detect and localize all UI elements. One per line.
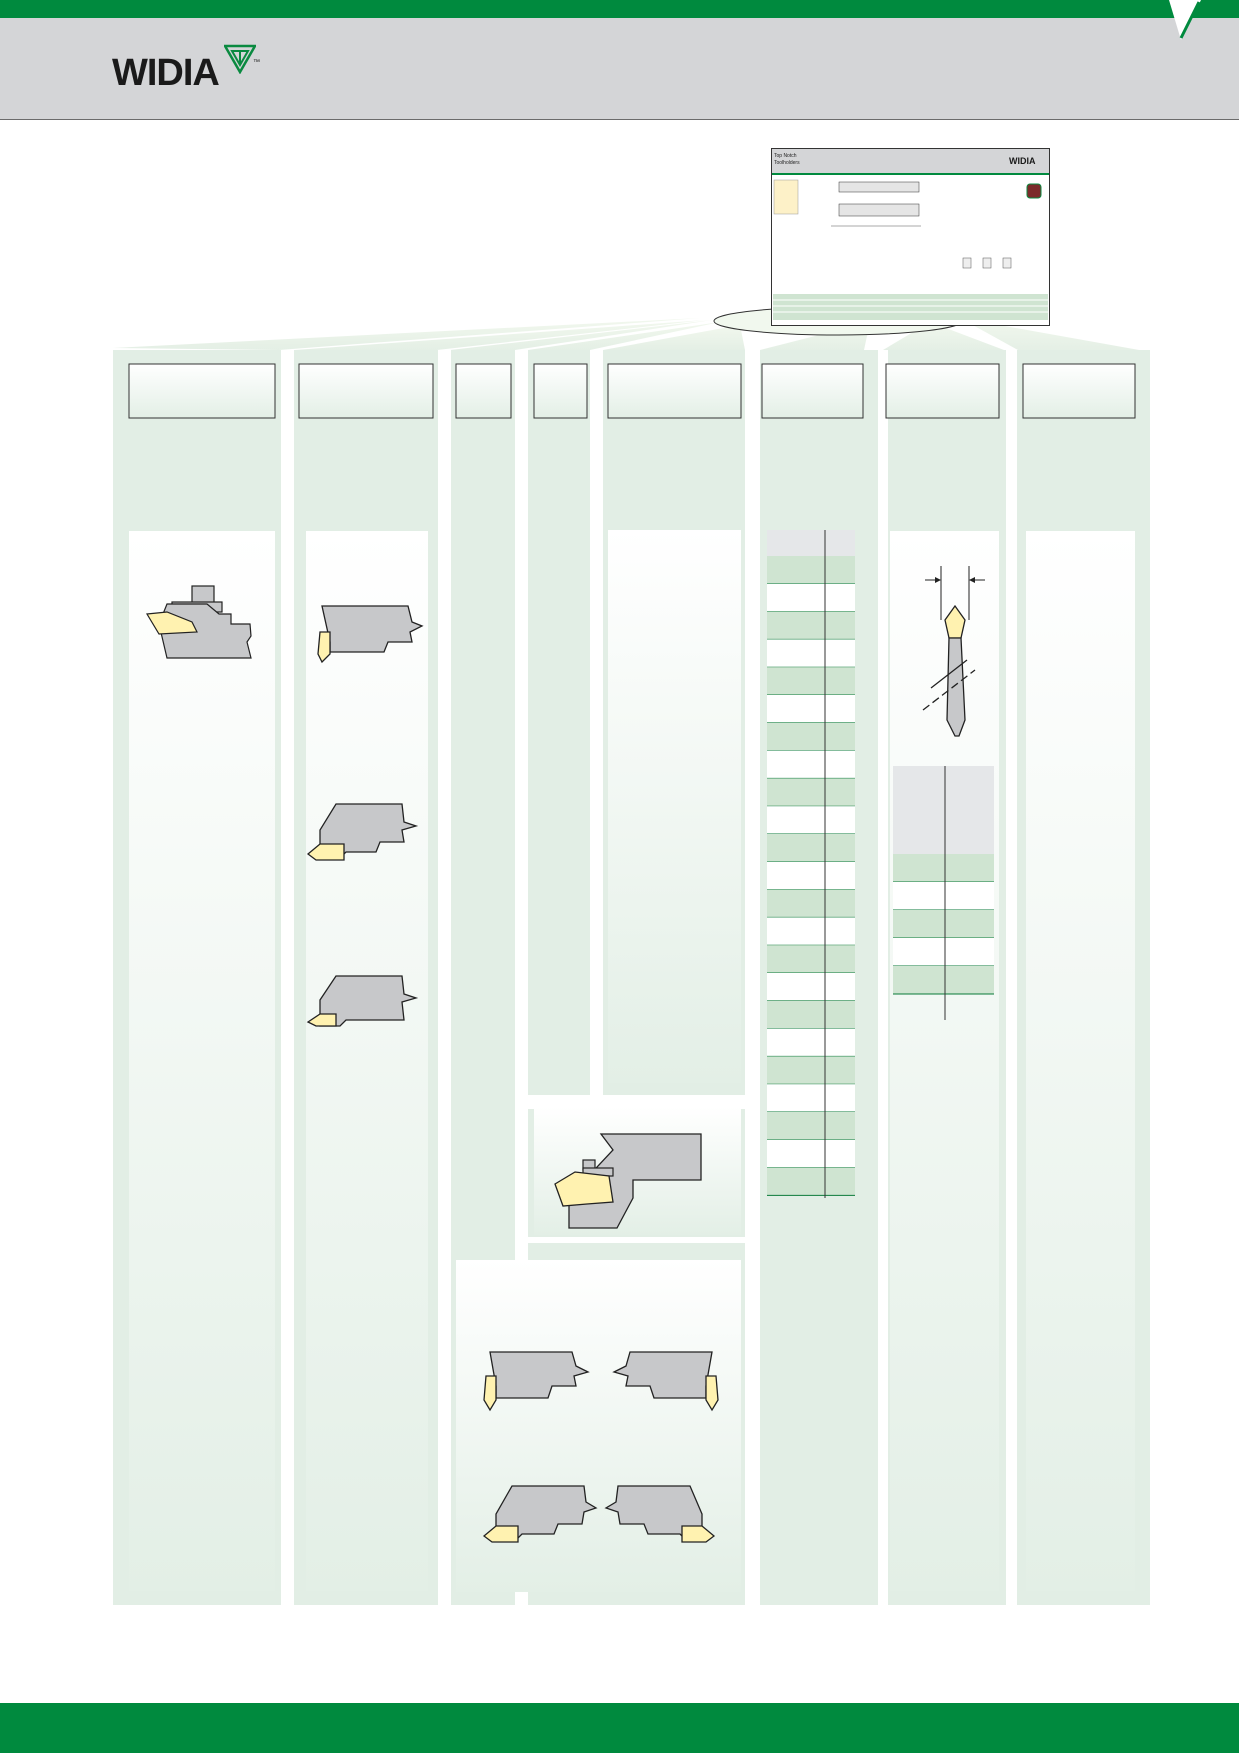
size-table-row (767, 667, 855, 695)
size-table-row (767, 750, 855, 779)
clamp-toolholder-icon (145, 585, 252, 659)
size-table-row (767, 917, 855, 946)
drill-table (893, 766, 994, 1020)
column-headers (128, 363, 1136, 419)
size-table-row (767, 1167, 855, 1196)
drill-table-row (893, 882, 994, 910)
size-table-row (767, 834, 855, 862)
right-left-side-holder-pair-icon (482, 1485, 716, 1543)
right-hand-holder-icon (317, 605, 424, 664)
column-header-4 (533, 363, 588, 419)
size-table-row (767, 1084, 855, 1112)
size-table-row (767, 1056, 855, 1085)
left-hand-holder-icon (306, 803, 419, 861)
card-column-8 (1026, 531, 1135, 1591)
card-column-5 (608, 530, 741, 1083)
size-table-row (767, 556, 855, 584)
column-header-3 (455, 363, 512, 419)
card-column-7 (890, 531, 999, 1591)
size-table-row (767, 889, 855, 918)
size-table-row (767, 778, 855, 807)
size-table-row (767, 973, 855, 1001)
column-header-1 (128, 363, 276, 419)
size-table-row (767, 695, 855, 723)
thumb-title-2: Toolholders (774, 160, 800, 166)
size-table-row (767, 1000, 855, 1029)
column-header-6 (761, 363, 864, 419)
size-table (767, 530, 855, 1198)
thumb-title-1: Top Notch (774, 153, 797, 159)
size-table-row (767, 722, 855, 751)
connector-fan (113, 318, 1150, 352)
right-left-holder-pair-icon (483, 1351, 719, 1412)
catalog-page-thumbnail: Top Notch Toolholders WIDIA (771, 148, 1050, 326)
bottom-green-bar (0, 1703, 1239, 1753)
top-green-bar (0, 0, 1239, 18)
size-table-row (767, 1112, 855, 1140)
logo-trademark: ™ (253, 59, 260, 66)
card-column-1 (129, 531, 275, 1591)
size-table-row (767, 861, 855, 890)
column-header-7 (885, 363, 1000, 419)
drill-table-row (893, 854, 994, 882)
column-header-5 (607, 363, 742, 419)
corner-notch-icon (1169, 0, 1201, 40)
drill-table-row (893, 966, 994, 994)
boring-bar-icon (554, 1133, 702, 1229)
thumb-logo: WIDIA (1009, 156, 1036, 166)
neutral-holder-icon (306, 975, 419, 1027)
card-column-2 (306, 531, 428, 1591)
size-table-row (767, 639, 855, 668)
size-table-row (767, 945, 855, 973)
column-header-2 (298, 363, 434, 419)
page-header: WIDIA ™ (0, 18, 1239, 120)
drill-table-row (893, 910, 994, 938)
size-table-row (767, 1028, 855, 1057)
size-table-row (767, 611, 855, 640)
logo-wordmark: WIDIA (112, 52, 220, 94)
size-table-row (767, 806, 855, 834)
drill-table-row (893, 938, 994, 966)
size-table-row (767, 1139, 855, 1168)
widia-triangle-icon (224, 44, 256, 74)
size-table-row (767, 583, 855, 612)
widia-logo: WIDIA ™ (112, 44, 262, 100)
column-header-8 (1022, 363, 1136, 419)
insert-width-drill-icon (922, 566, 985, 737)
